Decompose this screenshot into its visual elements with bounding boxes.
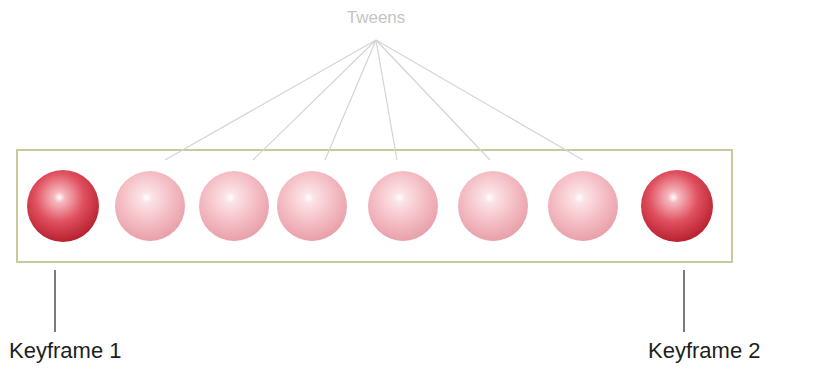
tween-sphere [458, 171, 528, 241]
tween-sphere [115, 171, 185, 241]
tween-sphere [368, 171, 438, 241]
keyframe-sphere [27, 170, 99, 242]
spheres [27, 170, 713, 242]
tween-sphere [199, 171, 269, 241]
tween-sphere [548, 171, 618, 241]
frame-strip [17, 150, 732, 262]
tween-leaders [165, 40, 583, 160]
keyframe-leaders [55, 270, 684, 332]
keyframe-sphere [641, 170, 713, 242]
tween-sphere [277, 171, 347, 241]
keyframe-label: Keyframe 2 [648, 339, 761, 363]
keyframe-label: Keyframe 1 [9, 339, 122, 363]
tweens-label: Tweens [347, 9, 406, 28]
